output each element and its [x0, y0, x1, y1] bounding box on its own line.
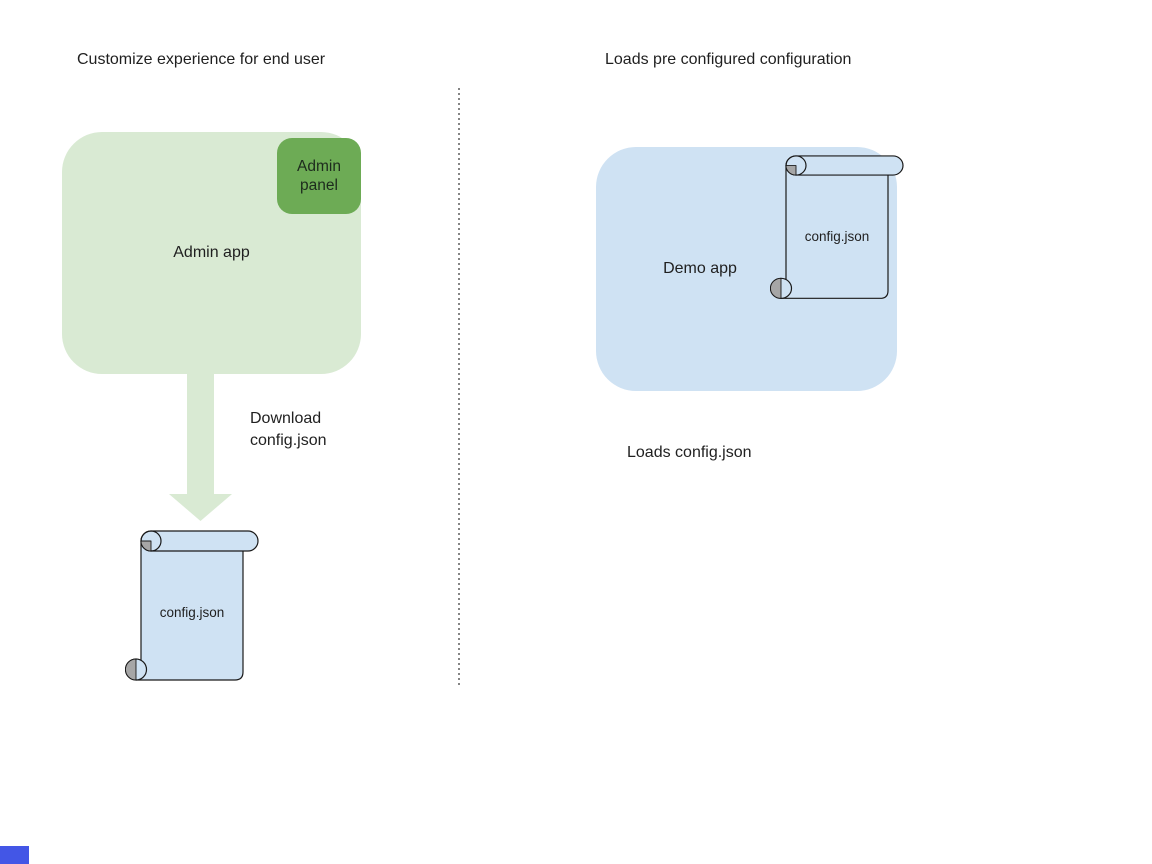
download-arrow-label: Download config.json	[250, 410, 327, 449]
download-arrow-shape	[169, 374, 232, 521]
scroll-bottom-curl-shade	[770, 277, 782, 299]
scroll-top-curl-shade	[140, 540, 152, 552]
admin-panel-box: Admin panel	[277, 138, 361, 214]
admin-panel-label: Admin panel	[297, 158, 341, 194]
config-scroll-icon-left	[125, 530, 259, 681]
admin-app-box: Admin panel Admin app	[62, 132, 361, 374]
left-panel-title: Customize experience for end user	[77, 51, 326, 68]
loads-config-caption: Loads config.json	[627, 444, 752, 461]
scroll-bottom-curl-shade	[125, 658, 137, 681]
scroll-top-curl-shade	[785, 165, 797, 176]
config-json-label-left: config.json	[159, 605, 225, 620]
demo-app-label: Demo app	[663, 260, 737, 277]
download-arrow-icon	[169, 374, 232, 521]
config-scroll-icon-right	[770, 155, 904, 299]
corner-marker	[0, 846, 29, 864]
right-panel-title: Loads pre configured configuration	[605, 51, 852, 68]
admin-app-label: Admin app	[173, 244, 250, 261]
config-json-label-right: config.json	[804, 229, 870, 244]
panel-divider	[458, 88, 460, 686]
